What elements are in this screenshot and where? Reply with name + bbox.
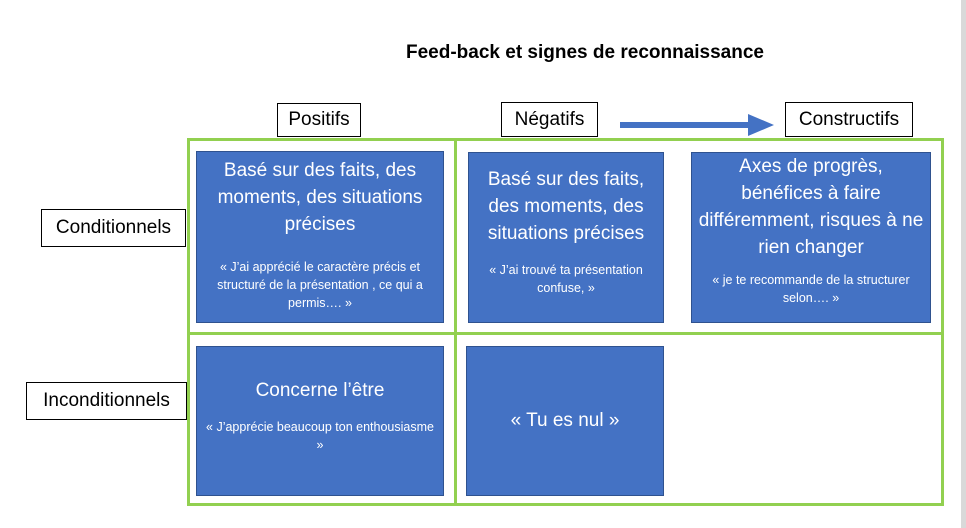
card-quote: « je te recommande de la structurer selo… xyxy=(712,273,910,305)
card-inconditionnel-positif: Concerne l’être « J’apprécie beaucoup to… xyxy=(196,346,444,496)
card-inconditionnel-negatif: « Tu es nul » xyxy=(466,346,664,496)
card-quote: « J’ai apprécié le caractère précis et s… xyxy=(217,260,423,310)
card-conditionnel-negatif: Basé sur des faits, des moments, des sit… xyxy=(468,152,664,323)
card-heading: Basé sur des faits, des moments, des sit… xyxy=(217,160,423,235)
column-label-constructifs: Constructifs xyxy=(785,102,913,137)
card-heading: Concerne l’être xyxy=(255,380,385,401)
window-edge xyxy=(961,0,966,528)
column-label-negatifs: Négatifs xyxy=(501,102,598,137)
card-heading: Basé sur des faits, des moments, des sit… xyxy=(487,169,645,244)
card-quote: « J’apprécie beaucoup ton enthousiasme » xyxy=(206,420,434,452)
grid-cell-inconditionnels-negatifs xyxy=(454,332,944,506)
diagram-title: Feed-back et signes de reconnaissance xyxy=(406,42,764,63)
card-heading: « Tu es nul » xyxy=(510,409,620,431)
row-label-inconditionnels: Inconditionnels xyxy=(26,382,187,420)
card-heading: Axes de progrès, bénéfices à faire diffé… xyxy=(698,156,924,258)
row-label-conditionnels: Conditionnels xyxy=(41,209,186,247)
column-label-positifs: Positifs xyxy=(277,103,361,137)
card-quote: « J’ai trouvé ta présentation confuse, » xyxy=(489,263,643,295)
right-arrow-icon xyxy=(620,114,774,136)
card-conditionnel-positif: Basé sur des faits, des moments, des sit… xyxy=(196,151,444,323)
card-conditionnel-constructif: Axes de progrès, bénéfices à faire diffé… xyxy=(691,152,931,323)
